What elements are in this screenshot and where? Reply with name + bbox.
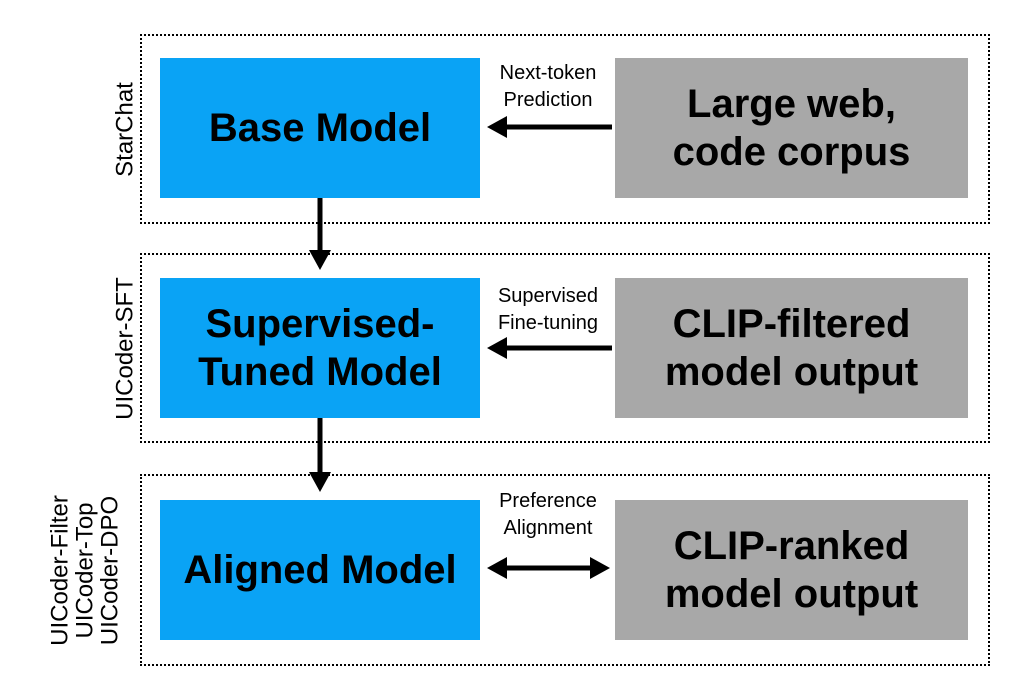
supervised-fine-tuning-label: Supervised Fine-tuning (497, 285, 599, 334)
clip-filtered-output-box: CLIP-filtered model output (615, 278, 968, 418)
preference-alignment-arrow (487, 557, 610, 579)
aligned-model-box: Aligned Model (160, 500, 480, 640)
down-arrow-1 (309, 198, 331, 270)
base-model-label: Base Model (208, 106, 432, 150)
supervised-finetune-arrow (487, 337, 612, 359)
clip-ranked-output-box: CLIP-ranked model output (615, 500, 968, 640)
base-model-box: Base Model (160, 58, 480, 198)
stage-frame-starchat (140, 34, 990, 224)
web-code-corpus-box: Large web, code corpus (615, 58, 968, 198)
stage-frame-dpo (140, 474, 990, 666)
preference-alignment-label: Preference Alignment (499, 490, 597, 539)
next-token-prediction-label: Next-token Prediction (499, 62, 597, 111)
supervised-tuned-model-box: Supervised- Tuned Model (160, 278, 480, 418)
next-token-arrow (487, 116, 612, 138)
down-arrow-2 (309, 418, 331, 492)
stage-frame-sft (140, 253, 990, 443)
